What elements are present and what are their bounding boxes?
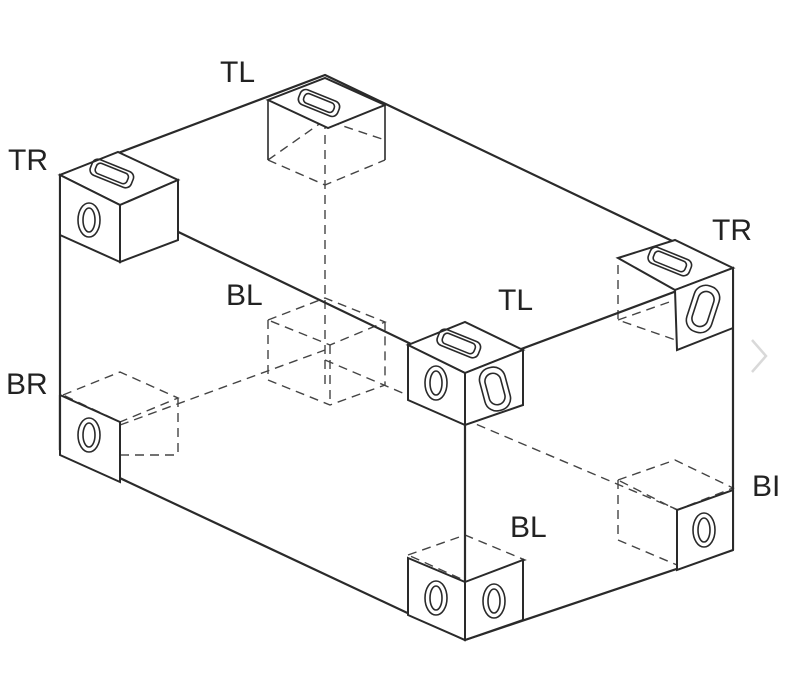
container-outline [58, 73, 735, 642]
chevron-right-icon[interactable] [751, 339, 768, 373]
label-top-left-rear: TL [220, 56, 255, 89]
corner-fitting-top-right-left [57, 150, 181, 264]
label-bottom-left-front: BL [510, 511, 547, 544]
label-top-right-left: TR [8, 144, 48, 177]
label-bottom-right-rear: BI [752, 470, 780, 503]
label-top-right-rear: TR [712, 214, 752, 247]
corner-fitting-bottom-right-left [58, 393, 121, 484]
corner-fitting-top-left-front [405, 320, 526, 427]
corner-fitting-bottom-left-front [407, 556, 524, 642]
label-bottom-right-left: BR [6, 368, 48, 401]
corner-fitting-top-left-rear [265, 76, 388, 160]
corner-fitting-bottom-right-rear [676, 488, 734, 572]
label-bottom-left-mid: BL [226, 279, 263, 312]
label-top-left-front: TL [498, 284, 533, 317]
corner-fitting-top-right-rear [615, 238, 736, 352]
